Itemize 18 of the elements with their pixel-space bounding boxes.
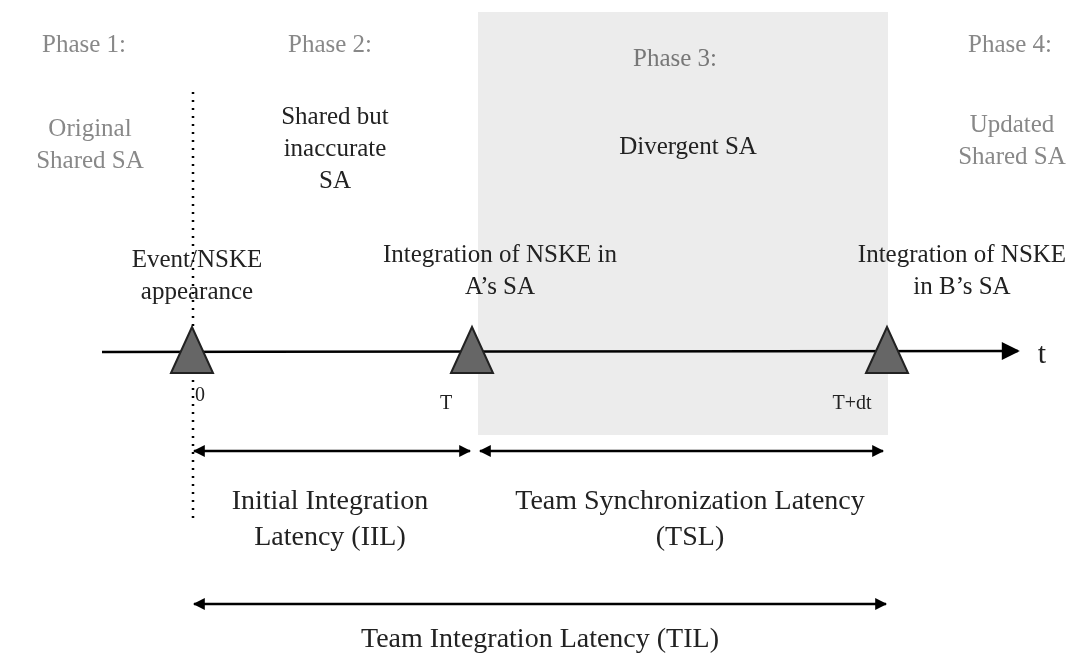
phase-heading: Phase 1: — [41, 29, 127, 59]
phase-heading: Phase 3: — [632, 43, 718, 73]
interval-label: Team Synchronization Latency (TSL) — [515, 483, 865, 553]
phase-heading: Phase 2: — [287, 29, 373, 59]
time-value: T — [438, 390, 454, 415]
time-value: 0 — [194, 382, 206, 407]
event-label: Event/NSKE appearance — [130, 244, 264, 306]
interval-label: Team Integration Latency (TIL) — [360, 621, 720, 655]
phase-description: Original Shared SA — [35, 113, 145, 175]
axis-label: t — [1036, 335, 1048, 371]
phase-description: Updated Shared SA — [957, 109, 1067, 171]
phase-description: Divergent SA — [618, 131, 758, 161]
phase-heading: Phase 4: — [967, 29, 1053, 59]
event-label: Integration of NSKE in B’s SA — [856, 239, 1068, 301]
interval-label: Initial Integration Latency (IIL) — [230, 483, 430, 553]
event-label: Integration of NSKE in A’s SA — [382, 239, 618, 301]
time-value: T+dt — [831, 390, 873, 415]
phase-description: Shared but inaccurate SA — [280, 101, 390, 195]
